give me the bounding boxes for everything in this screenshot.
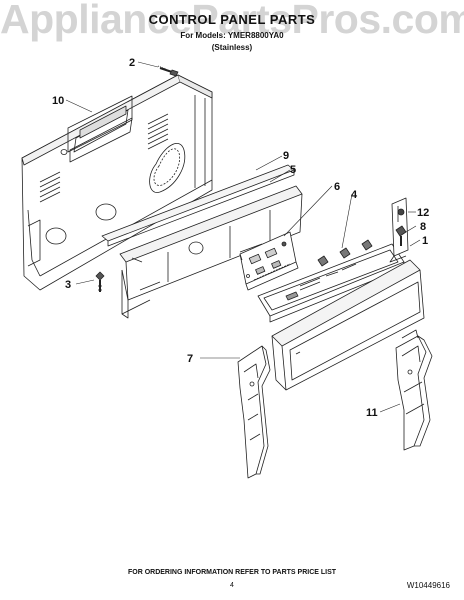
callout-6: 6 — [334, 181, 340, 193]
callout-8: 8 — [420, 221, 426, 233]
part-1-front-console — [271, 259, 425, 391]
callout-4: 4 — [351, 189, 358, 201]
part-4-control-overlay — [257, 239, 405, 323]
ordering-note: FOR ORDERING INFORMATION REFER TO PARTS … — [127, 569, 337, 576]
watermark: AppliancePartsPros.com — [0, 0, 464, 42]
callout-1: 1 — [422, 235, 428, 247]
variant-line: (Stainless) — [211, 43, 253, 52]
callout-10: 10 — [52, 95, 64, 107]
part-2-screw — [157, 65, 179, 77]
part-11-right-endcap — [395, 329, 433, 451]
document-number: W10449616 — [406, 581, 450, 590]
callout-5: 5 — [290, 164, 296, 176]
part-7-left-endcap — [237, 345, 271, 479]
callout-9: 9 — [283, 150, 289, 162]
callout-7: 7 — [187, 353, 193, 365]
part-5-panel-support — [119, 185, 303, 319]
leader-lines — [65, 61, 421, 413]
page-title: CONTROL PANEL PARTS — [148, 12, 316, 27]
callout-2: 2 — [129, 57, 135, 69]
model-line: For Models: YMER8800YA0 — [180, 31, 284, 40]
part-3-screw — [95, 271, 105, 292]
callout-11: 11 — [366, 407, 378, 419]
callout-12: 12 — [417, 207, 429, 219]
part-10-rear-panel — [21, 74, 213, 291]
part-6-electronic-control — [239, 231, 299, 291]
callout-3: 3 — [65, 279, 71, 291]
part-9-trim-strip — [101, 164, 295, 247]
page-number: 4 — [230, 582, 234, 589]
